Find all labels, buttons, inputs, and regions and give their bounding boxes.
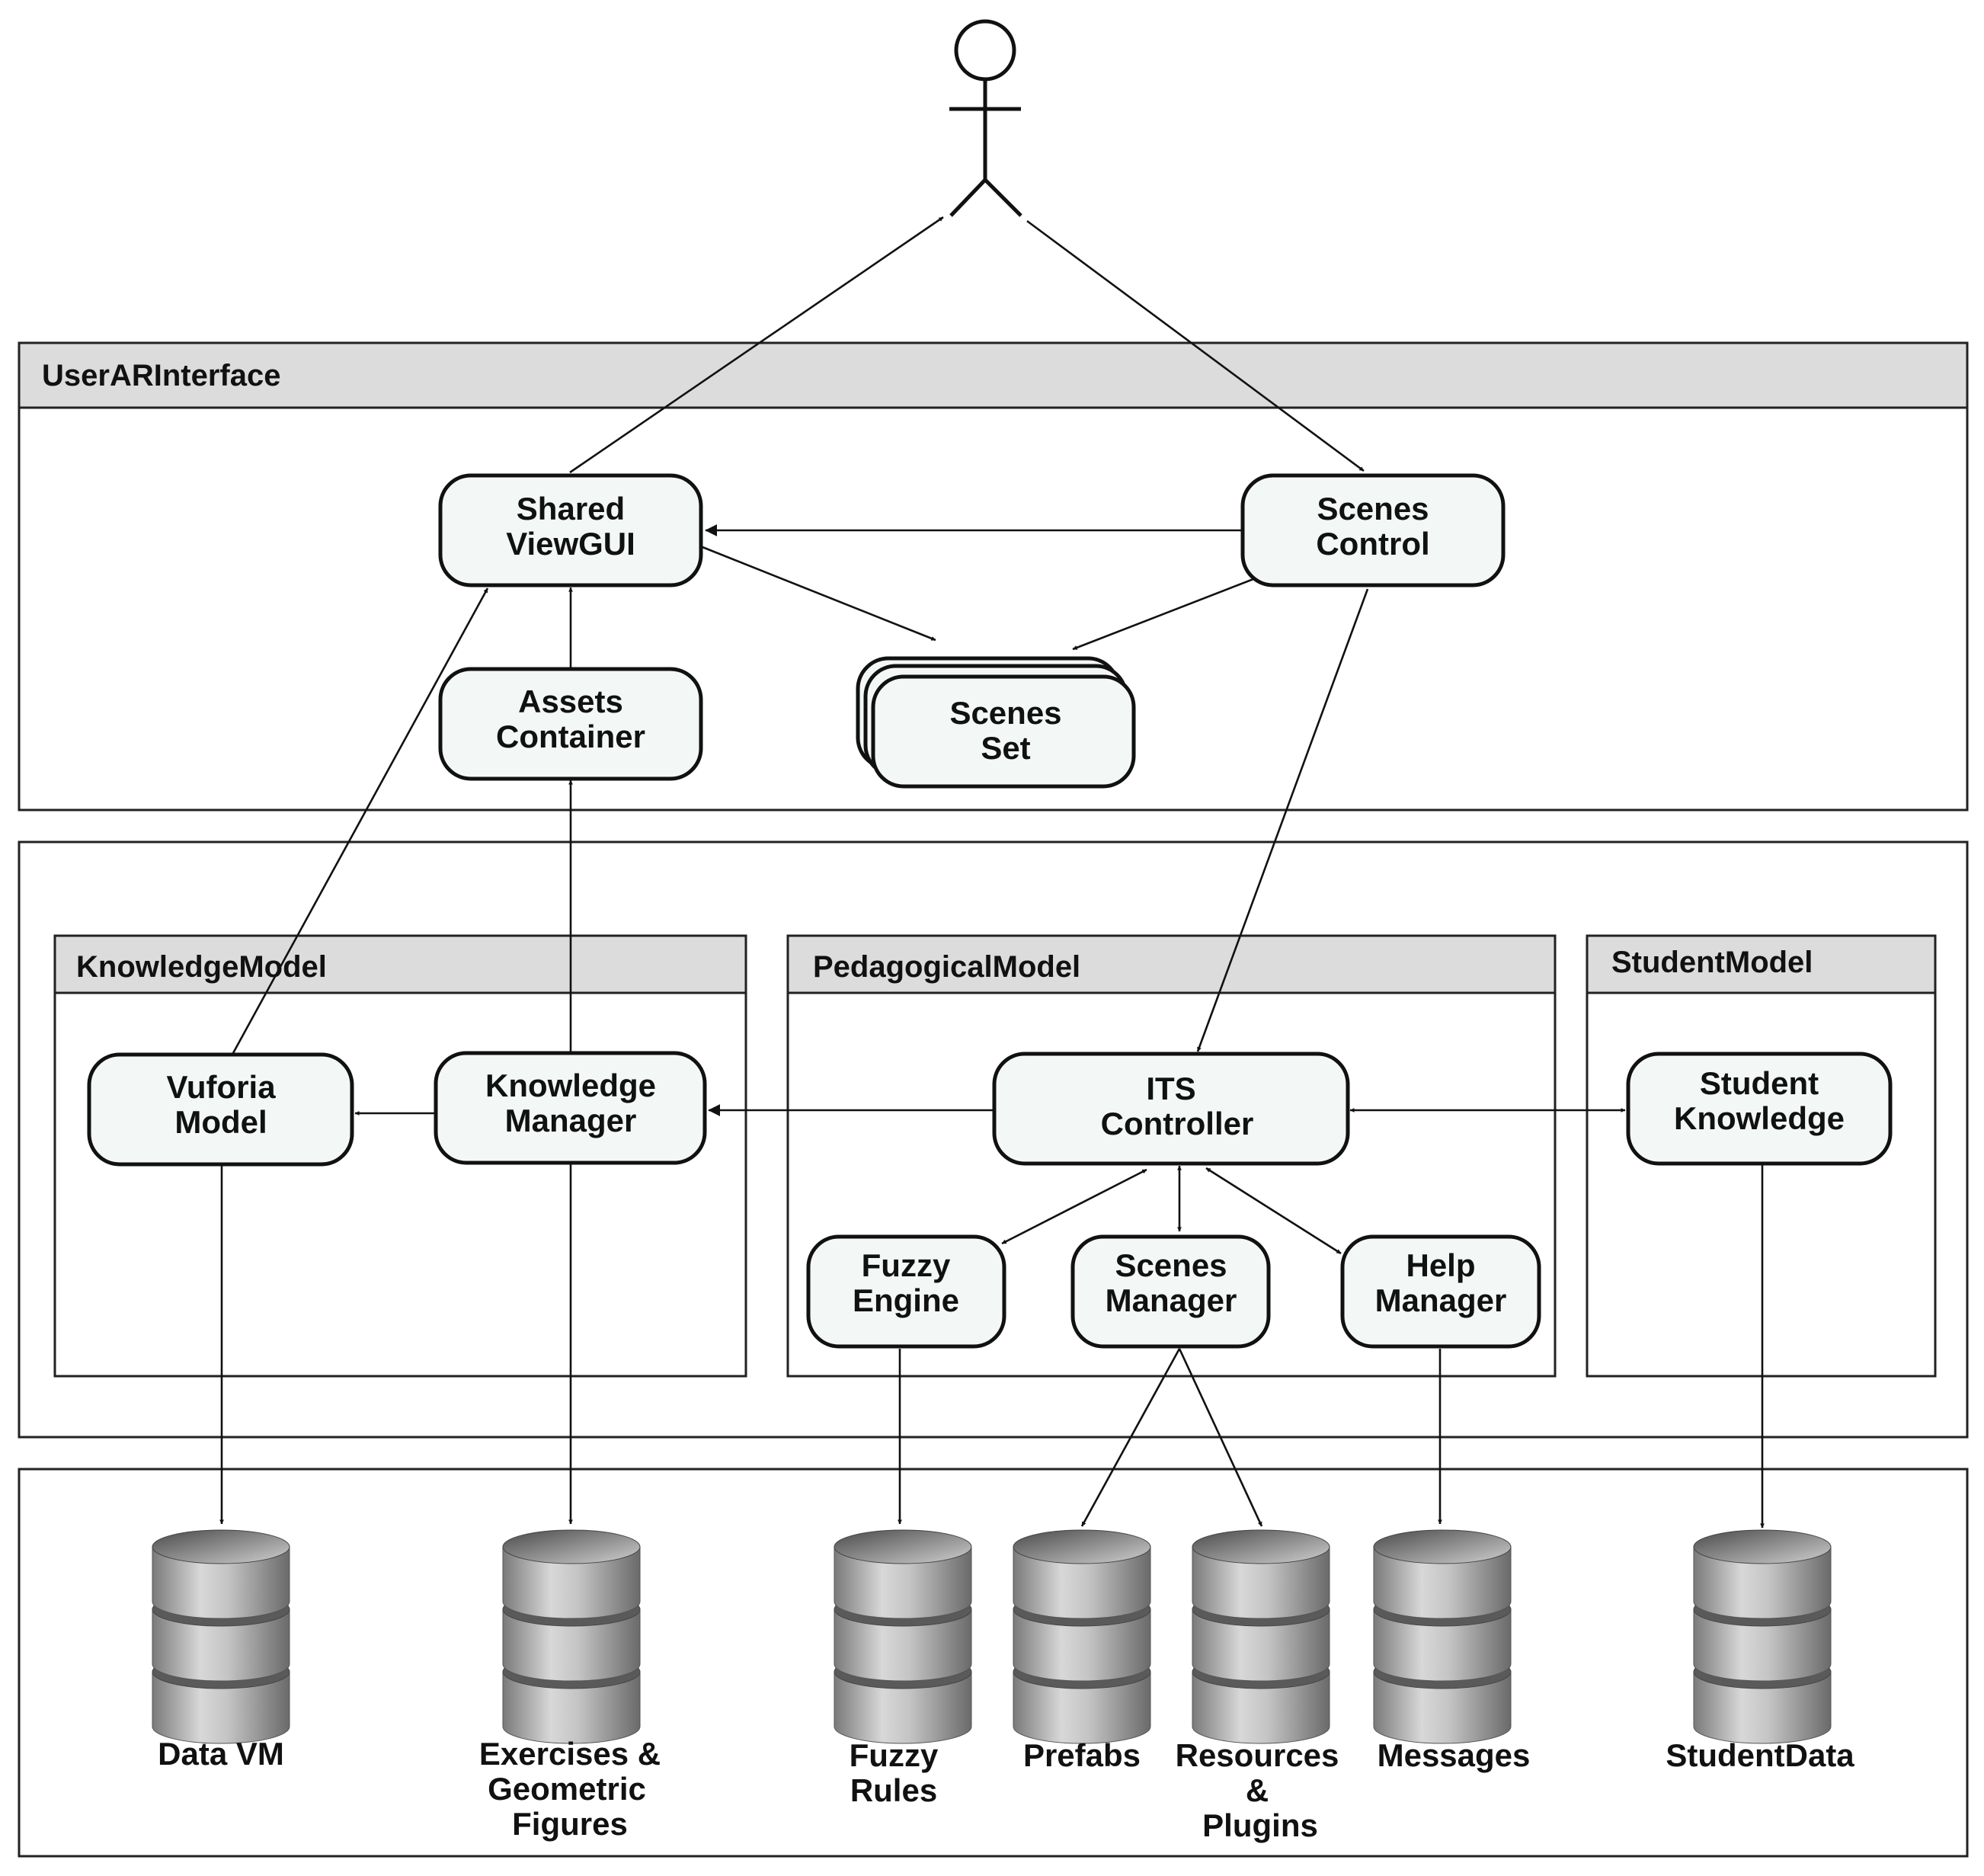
package-title-student: StudentModel <box>1611 946 1813 979</box>
user-actor-icon <box>949 19 1022 217</box>
svg-text:Manager: Manager <box>1375 1282 1507 1318</box>
svg-text:Control: Control <box>1316 526 1429 562</box>
database-prefabs-icon <box>1013 1529 1151 1744</box>
svg-text:Help: Help <box>1406 1247 1475 1283</box>
svg-text:Model: Model <box>174 1104 267 1140</box>
svg-text:Manager: Manager <box>505 1103 637 1138</box>
database-labels: Data VM Exercises & Geometric Figures Fu… <box>158 1736 1854 1843</box>
db-label-resources-2: & <box>1246 1772 1269 1808</box>
package-title-knowledge: KnowledgeModel <box>76 950 327 984</box>
svg-text:Set: Set <box>981 730 1030 766</box>
db-label-fuzzy-rules-1: Fuzzy <box>850 1737 939 1773</box>
database-resources-icon <box>1192 1529 1330 1744</box>
edges <box>219 216 1765 1529</box>
svg-text:Scenes: Scenes <box>1115 1247 1227 1283</box>
node-knowledge-manager: Knowledge Manager <box>434 1051 707 1165</box>
db-label-data-vm: Data VM <box>158 1736 284 1772</box>
svg-text:Assets: Assets <box>518 683 623 719</box>
node-scenes-set: Scenes Set <box>856 656 1136 789</box>
svg-text:Knowledge: Knowledge <box>485 1068 656 1103</box>
db-label-exercises-3: Figures <box>512 1806 628 1842</box>
svg-text:Controller: Controller <box>1101 1106 1254 1141</box>
db-label-student-data: StudentData <box>1666 1737 1854 1773</box>
svg-text:ViewGUI: ViewGUI <box>506 526 635 562</box>
svg-text:Container: Container <box>496 719 645 754</box>
svg-text:Scenes: Scenes <box>949 695 1061 731</box>
package-title-ui: UserARInterface <box>42 359 280 392</box>
package-title-pedagogical: PedagogicalModel <box>813 950 1080 984</box>
node-scenes-manager: Scenes Manager <box>1070 1234 1271 1349</box>
database-fuzzy-rules-icon <box>834 1529 972 1744</box>
db-label-fuzzy-rules-2: Rules <box>850 1772 937 1808</box>
node-shared-viewgui: Shared ViewGUI <box>438 473 703 587</box>
node-vuforia-model: Vuforia Model <box>87 1052 354 1167</box>
svg-text:Scenes: Scenes <box>1317 491 1429 527</box>
db-label-exercises-2: Geometric <box>488 1771 646 1807</box>
database-data-vm-icon <box>152 1529 290 1744</box>
svg-text:Fuzzy: Fuzzy <box>862 1247 951 1283</box>
node-student-knowledge: Student Knowledge <box>1626 1052 1893 1166</box>
database-exercises-icon <box>502 1529 641 1744</box>
db-label-messages: Messages <box>1378 1737 1531 1773</box>
node-its-controller: ITS Controller <box>992 1052 1350 1166</box>
svg-text:Student: Student <box>1700 1065 1819 1101</box>
database-messages-icon <box>1373 1529 1512 1744</box>
svg-text:ITS: ITS <box>1146 1071 1195 1106</box>
db-label-prefabs: Prefabs <box>1023 1737 1141 1773</box>
node-scenes-control: Scenes Control <box>1240 473 1506 587</box>
db-label-resources-3: Plugins <box>1202 1807 1318 1843</box>
node-help-manager: Help Manager <box>1340 1234 1541 1349</box>
svg-text:Manager: Manager <box>1106 1282 1237 1318</box>
package-data-storage <box>18 1468 1969 1858</box>
db-label-exercises-1: Exercises & <box>479 1736 661 1772</box>
database-student-data-icon <box>1693 1529 1832 1744</box>
node-fuzzy-engine: Fuzzy Engine <box>806 1234 1006 1349</box>
db-label-resources-1: Resources <box>1176 1737 1339 1773</box>
svg-text:Vuforia: Vuforia <box>166 1069 276 1105</box>
node-assets-container: Assets Container <box>438 667 703 781</box>
svg-text:Shared: Shared <box>517 491 625 527</box>
databases <box>152 1529 1832 1744</box>
svg-text:Engine: Engine <box>853 1282 959 1318</box>
svg-text:Knowledge: Knowledge <box>1674 1100 1845 1136</box>
